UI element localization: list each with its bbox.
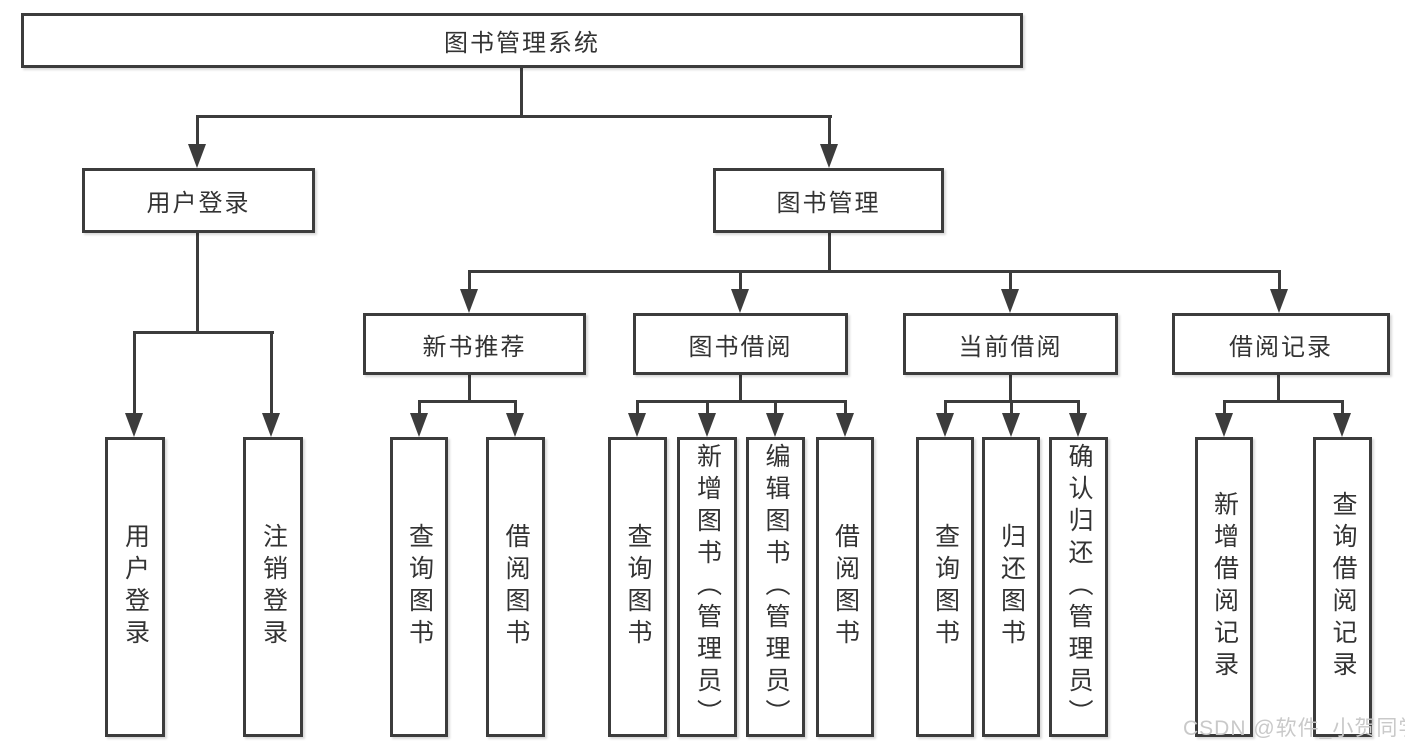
leaf-logout: 注销登录 — [243, 437, 303, 737]
connector-line — [468, 270, 471, 292]
arrow-down-icon — [731, 289, 749, 313]
connector-line — [739, 270, 742, 292]
node-book-management-label: 图书管理 — [776, 190, 881, 217]
node-root-label: 图书管理系统 — [444, 30, 600, 57]
connector-line — [828, 232, 831, 273]
leaf-confirm-return: 确认归还（管理员） — [1049, 437, 1108, 737]
connector-line — [636, 400, 847, 403]
connector-line — [196, 115, 199, 147]
arrow-down-icon — [1215, 413, 1233, 437]
leaf-borrow-book-label: 借阅图书 — [831, 523, 860, 651]
leaf-borrow-book: 借阅图书 — [816, 437, 874, 737]
connector-line — [1010, 400, 1013, 416]
node-borrow-records: 借阅记录 — [1172, 313, 1390, 375]
node-book-borrow-label: 图书借阅 — [688, 333, 793, 361]
leaf-borrow-edit-book-label: 编辑图书（管理员） — [762, 443, 790, 731]
connector-line — [418, 400, 421, 416]
connector-line — [270, 331, 273, 415]
connector-line — [196, 115, 832, 118]
connector-line — [1223, 400, 1344, 403]
arrow-down-icon — [1333, 413, 1351, 437]
leaf-user-login-label: 用户登录 — [121, 523, 150, 651]
connector-line — [636, 400, 639, 416]
node-current-borrow-label: 当前借阅 — [958, 333, 1063, 361]
leaf-borrow-query-label: 查询图书 — [624, 523, 652, 651]
leaf-confirm-return-label: 确认归还（管理员） — [1065, 443, 1093, 731]
connector-line — [520, 67, 523, 118]
arrow-down-icon — [820, 144, 838, 168]
leaf-add-borrow-record-label: 新增借阅记录 — [1210, 491, 1239, 683]
arrow-down-icon — [628, 413, 646, 437]
watermark: CSDN @软件_小贺同学 — [1183, 717, 1405, 740]
arrow-down-icon — [1001, 289, 1019, 313]
leaf-current-query-label: 查询图书 — [931, 523, 960, 651]
connector-line — [1223, 400, 1226, 416]
leaf-borrow-add-book-label: 新增图书（管理员） — [693, 443, 722, 731]
node-borrow-records-label: 借阅记录 — [1229, 333, 1333, 361]
connector-line — [514, 400, 517, 416]
leaf-newbook-borrow: 借阅图书 — [486, 437, 545, 737]
leaf-user-login: 用户登录 — [105, 437, 165, 737]
connector-line — [133, 331, 274, 334]
connector-line — [774, 400, 777, 416]
connector-line — [739, 374, 742, 403]
node-book-borrow: 图书借阅 — [633, 313, 848, 375]
leaf-query-borrow-record-label: 查询借阅记录 — [1329, 491, 1357, 683]
arrow-down-icon — [698, 413, 716, 437]
connector-line — [468, 374, 471, 403]
arrow-down-icon — [766, 413, 784, 437]
connector-line — [418, 400, 517, 403]
arrow-down-icon — [836, 413, 854, 437]
leaf-query-borrow-record: 查询借阅记录 — [1313, 437, 1372, 737]
leaf-borrow-add-book: 新增图书（管理员） — [677, 437, 737, 737]
arrow-down-icon — [460, 289, 478, 313]
leaf-newbook-query: 查询图书 — [390, 437, 448, 737]
connector-line — [1077, 400, 1080, 416]
leaf-add-borrow-record: 新增借阅记录 — [1195, 437, 1253, 737]
arrow-down-icon — [1069, 413, 1087, 437]
arrow-down-icon — [936, 413, 954, 437]
arrow-down-icon — [1002, 413, 1020, 437]
node-new-book-recommend-label: 新书推荐 — [422, 333, 527, 361]
connector-line — [828, 115, 831, 147]
leaf-newbook-query-label: 查询图书 — [405, 523, 434, 651]
leaf-borrow-edit-book: 编辑图书（管理员） — [746, 437, 805, 737]
node-user-login-label: 用户登录 — [146, 190, 251, 217]
arrow-down-icon — [125, 413, 143, 437]
arrow-down-icon — [188, 144, 206, 168]
leaf-newbook-borrow-label: 借阅图书 — [502, 523, 530, 651]
node-user-login: 用户登录 — [82, 168, 315, 233]
leaf-return-book-label: 归还图书 — [997, 523, 1026, 651]
node-root: 图书管理系统 — [21, 13, 1023, 68]
leaf-borrow-query: 查询图书 — [608, 437, 667, 737]
leaf-logout-label: 注销登录 — [259, 523, 288, 651]
connector-line — [133, 331, 136, 415]
node-new-book-recommend: 新书推荐 — [363, 313, 586, 375]
connector-line — [1278, 270, 1281, 292]
connector-line — [196, 232, 199, 334]
connector-line — [468, 270, 1281, 273]
connector-line — [1009, 270, 1012, 292]
connector-line — [844, 400, 847, 416]
leaf-current-query: 查询图书 — [916, 437, 974, 737]
arrow-down-icon — [1270, 289, 1288, 313]
node-book-management: 图书管理 — [713, 168, 944, 233]
leaf-return-book: 归还图书 — [982, 437, 1040, 737]
connector-line — [1277, 374, 1280, 403]
node-current-borrow: 当前借阅 — [903, 313, 1118, 375]
arrow-down-icon — [262, 413, 280, 437]
arrow-down-icon — [506, 413, 524, 437]
connector-line — [1341, 400, 1344, 416]
connector-line — [944, 400, 947, 416]
connector-line — [706, 400, 709, 416]
connector-line — [1009, 374, 1012, 403]
arrow-down-icon — [410, 413, 428, 437]
